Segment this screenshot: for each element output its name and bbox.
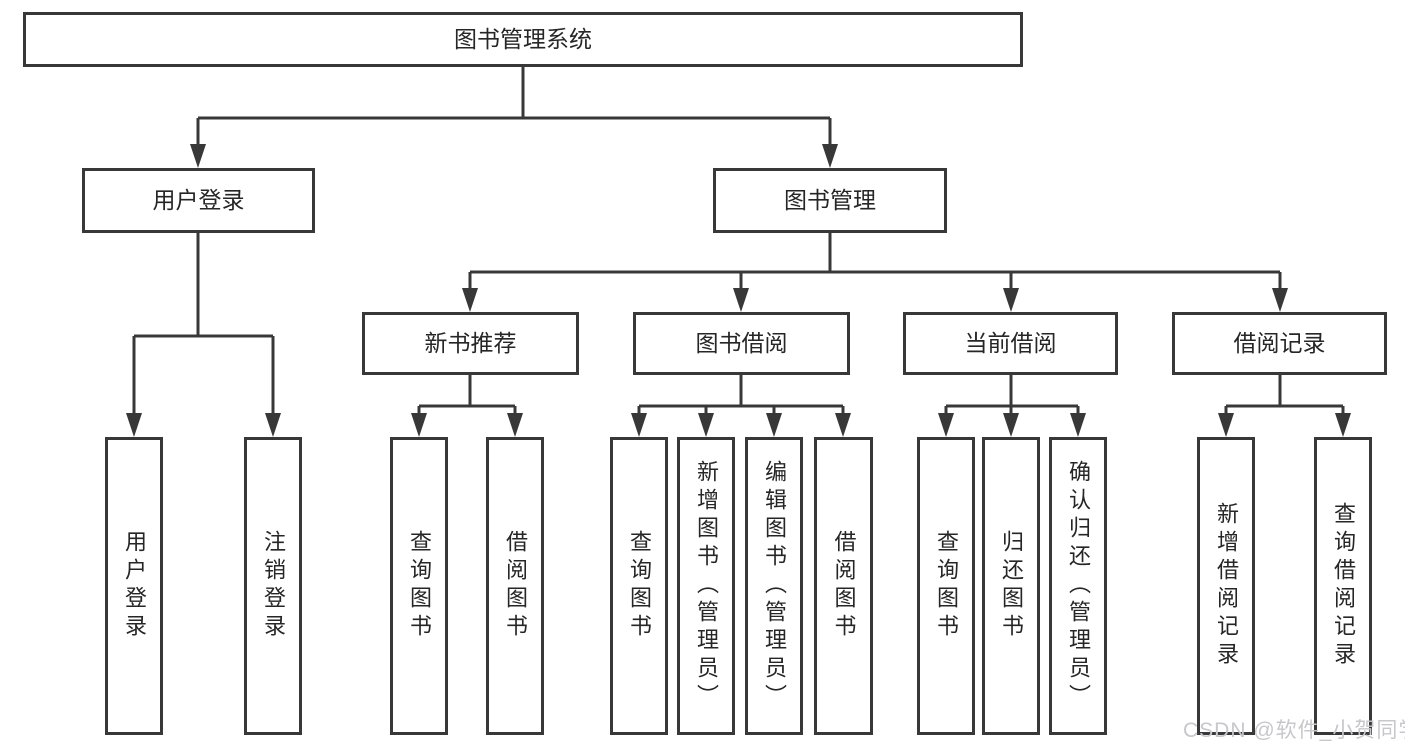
node-book-management-label: 图书管理: [784, 187, 876, 213]
watermark: CSDN @软件_小贺同学: [1183, 719, 1405, 742]
node-user-login: 用户登录: [82, 168, 315, 233]
leaf-records-add-record: 新增借阅记录: [1197, 437, 1255, 735]
leaf-borrow-add-books-admin-label: 新增图书（管理员）: [694, 460, 719, 712]
arrowhead-triangles: [126, 144, 1351, 437]
leaf-borrow-borrow-books: 借阅图书: [814, 437, 873, 735]
leaf-records-query-record: 查询借阅记录: [1314, 437, 1372, 735]
leaf-current-confirm-return-admin: 确认归还（管理员）: [1049, 437, 1107, 735]
leaf-borrow-borrow-books-label: 借阅图书: [831, 530, 857, 642]
node-book-borrowing-label: 图书借阅: [695, 330, 788, 356]
node-root: 图书管理系统: [23, 12, 1023, 67]
connector-lines: [132, 67, 1345, 413]
leaf-borrow-query-books-label: 查询图书: [627, 530, 652, 642]
leaf-current-return-books: 归还图书: [982, 437, 1040, 735]
leaf-borrow-query-books: 查询图书: [610, 437, 668, 735]
leaf-newbook-borrow-books: 借阅图书: [486, 437, 544, 735]
leaf-user-login-label: 用户登录: [122, 530, 147, 642]
leaf-current-confirm-return-admin-label: 确认归还（管理员）: [1066, 460, 1091, 712]
leaf-current-query-books-label: 查询图书: [934, 530, 959, 642]
leaf-current-return-books-label: 归还图书: [999, 530, 1024, 642]
node-new-book-recommend-label: 新书推荐: [424, 330, 517, 356]
leaf-borrow-add-books-admin: 新增图书（管理员）: [677, 437, 735, 735]
leaf-newbook-query-books: 查询图书: [390, 437, 448, 735]
node-new-book-recommend: 新书推荐: [362, 312, 579, 375]
leaf-newbook-query-books-label: 查询图书: [407, 530, 432, 642]
leaf-newbook-borrow-books-label: 借阅图书: [503, 530, 528, 642]
leaf-records-query-record-label: 查询借阅记录: [1331, 502, 1356, 670]
node-user-login-label: 用户登录: [152, 187, 245, 213]
leaf-borrow-edit-books-admin: 编辑图书（管理员）: [745, 437, 803, 735]
leaf-logout-label: 注销登录: [261, 530, 286, 642]
leaf-current-query-books: 查询图书: [917, 437, 975, 735]
node-borrow-records: 借阅记录: [1172, 312, 1387, 375]
node-book-borrowing: 图书借阅: [633, 312, 850, 375]
leaf-records-add-record-label: 新增借阅记录: [1214, 502, 1239, 670]
leaf-logout: 注销登录: [244, 437, 302, 735]
node-root-label: 图书管理系统: [454, 26, 592, 52]
node-book-management: 图书管理: [713, 168, 947, 233]
node-current-borrowing-label: 当前借阅: [964, 330, 1057, 356]
leaf-user-login: 用户登录: [105, 437, 163, 735]
node-borrow-records-label: 借阅记录: [1233, 330, 1326, 356]
node-current-borrowing: 当前借阅: [903, 312, 1118, 375]
leaf-borrow-edit-books-admin-label: 编辑图书（管理员）: [762, 460, 787, 712]
